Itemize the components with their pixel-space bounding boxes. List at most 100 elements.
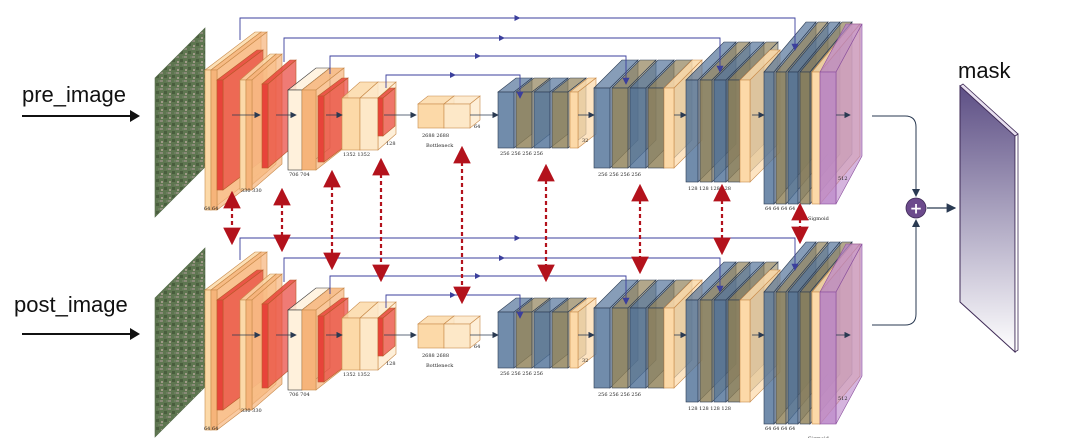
enc2-conv-a-front: [239, 79, 247, 191]
skip-connection-0: [239, 237, 799, 271]
dec3-block-0-front: [685, 79, 699, 183]
enc3-channel-label: 706 704: [289, 392, 310, 398]
enc2-conv-b-front: [245, 299, 253, 411]
dec2-block-0-front: [593, 307, 611, 389]
satellite-image-icon: [154, 247, 206, 438]
enc4-channel-label: 1352 1352: [343, 372, 370, 378]
dec1-concat-front: [569, 91, 579, 149]
final-side-label: 512: [838, 396, 848, 402]
bottleneck-b-front: [443, 323, 471, 349]
softmax-head-front: [819, 291, 837, 425]
enc2-conv-b-front: [245, 79, 253, 191]
satellite-image-face: [154, 247, 206, 438]
dec2-channel-label: 256 256 256 256: [598, 392, 641, 398]
satellite-image-icon: [154, 27, 206, 218]
bottleneck-side-label: 64: [474, 124, 480, 130]
dec4-block-0-front: [763, 71, 775, 205]
bottleneck-a-front: [417, 103, 445, 129]
enc4-side-label: 128: [386, 361, 396, 367]
dec1-block-3-front: [551, 311, 569, 369]
dec4-channel-label: 64 64 64 64: [765, 206, 795, 212]
dec2-concat-front: [663, 87, 675, 169]
bottleneck-caption: Bottleneck: [426, 363, 454, 369]
bottleneck-channel-label: 2688 2688: [422, 353, 449, 359]
dec1-concat: [569, 297, 597, 369]
skip-arrowhead-1: [499, 35, 505, 41]
bottleneck-b: [443, 95, 481, 129]
dec3-channel-label: 128 128 128 128: [688, 186, 731, 192]
skip-arrowhead-3: [450, 72, 456, 78]
enc2-pool-front: [261, 83, 269, 169]
dec2-block-3-front: [647, 87, 665, 169]
dec3-block-2-front: [713, 79, 727, 183]
dec3-concat-front: [739, 299, 751, 403]
dec3-block-1-front: [699, 79, 713, 183]
skip-arrowhead-0: [514, 15, 521, 21]
fusion-block: +: [872, 83, 1019, 354]
pre-image-label: pre_image: [22, 82, 126, 107]
enc3-pool-front: [317, 315, 325, 383]
enc1-conv-a-front: [204, 69, 212, 211]
dec1-side-label: 32: [582, 358, 588, 364]
dec2-block-2-front: [629, 87, 647, 169]
dec4-concat-front: [811, 71, 821, 205]
dec3-block-3-front: [727, 79, 741, 183]
skip-connection-0: [239, 17, 799, 51]
bottleneck-channel-label: 2688 2688: [422, 133, 449, 139]
mask-edge: [1014, 133, 1019, 353]
dec4-block-1-front: [775, 71, 787, 205]
enc1-pool-front: [216, 299, 224, 411]
enc4-conv-b-front: [359, 317, 379, 371]
final-side-label: 512: [838, 176, 848, 182]
dec1-channel-label: 256 256 256 256: [500, 151, 543, 157]
skip-arrowhead-2: [475, 53, 481, 59]
plus-sign: +: [910, 200, 923, 218]
post-image-arrow: [22, 328, 140, 340]
enc3-conv-a-front: [287, 309, 303, 391]
dec1-concat: [569, 77, 597, 149]
post-to-fusion-line: [872, 219, 920, 326]
enc3-conv-a-front: [287, 89, 303, 171]
dec4-block-3-front: [799, 291, 811, 425]
enc4-conv-a-front: [341, 97, 361, 151]
satellite-image-face: [154, 27, 206, 218]
dec1-block-3-front: [551, 91, 569, 149]
plus-circle-bg: [905, 197, 927, 219]
dec1-channel-label: 256 256 256 256: [500, 371, 543, 377]
dec3-block-0-front: [685, 299, 699, 403]
bottleneck-caption: Bottleneck: [426, 143, 454, 149]
enc1-pool-front: [216, 79, 224, 191]
softmax-head-front: [819, 71, 837, 205]
dec2-block-3-front: [647, 307, 665, 389]
dec1-side-label: 32: [582, 138, 588, 144]
mask-output-icon: [959, 83, 1019, 354]
dec2-channel-label: 256 256 256 256: [598, 172, 641, 178]
dec1-block-1-front: [515, 91, 533, 149]
dec3-channel-label: 128 128 128 128: [688, 406, 731, 412]
dec3-block-3-front: [727, 299, 741, 403]
dec1-block-1-front: [515, 311, 533, 369]
head-caption: Sigmoid: [808, 216, 830, 222]
dec4-block-3-front: [799, 71, 811, 205]
bottleneck-b: [443, 315, 481, 349]
enc1-channel-label: 64 64: [204, 206, 218, 212]
dec3-block-2-front: [713, 299, 727, 403]
enc2-pool-front: [261, 303, 269, 389]
enc4-conv-a-front: [341, 317, 361, 371]
dec1-block-2-front: [533, 91, 551, 149]
dec3-block-1-front: [699, 299, 713, 403]
mask-top: [959, 83, 1019, 137]
enc4-pool: [377, 307, 396, 357]
dec4-block-2-front: [787, 291, 799, 425]
skip-arrowhead-1: [499, 255, 505, 261]
enc1-channel-label: 64 64: [204, 426, 218, 432]
dec2-block-1-front: [611, 87, 629, 169]
skip-arrowhead-2: [475, 273, 481, 279]
dec4-block-0-front: [763, 291, 775, 425]
dec4-block-1-front: [775, 291, 787, 425]
enc2-conv-a-front: [239, 299, 247, 411]
dec1-concat-front: [569, 311, 579, 369]
